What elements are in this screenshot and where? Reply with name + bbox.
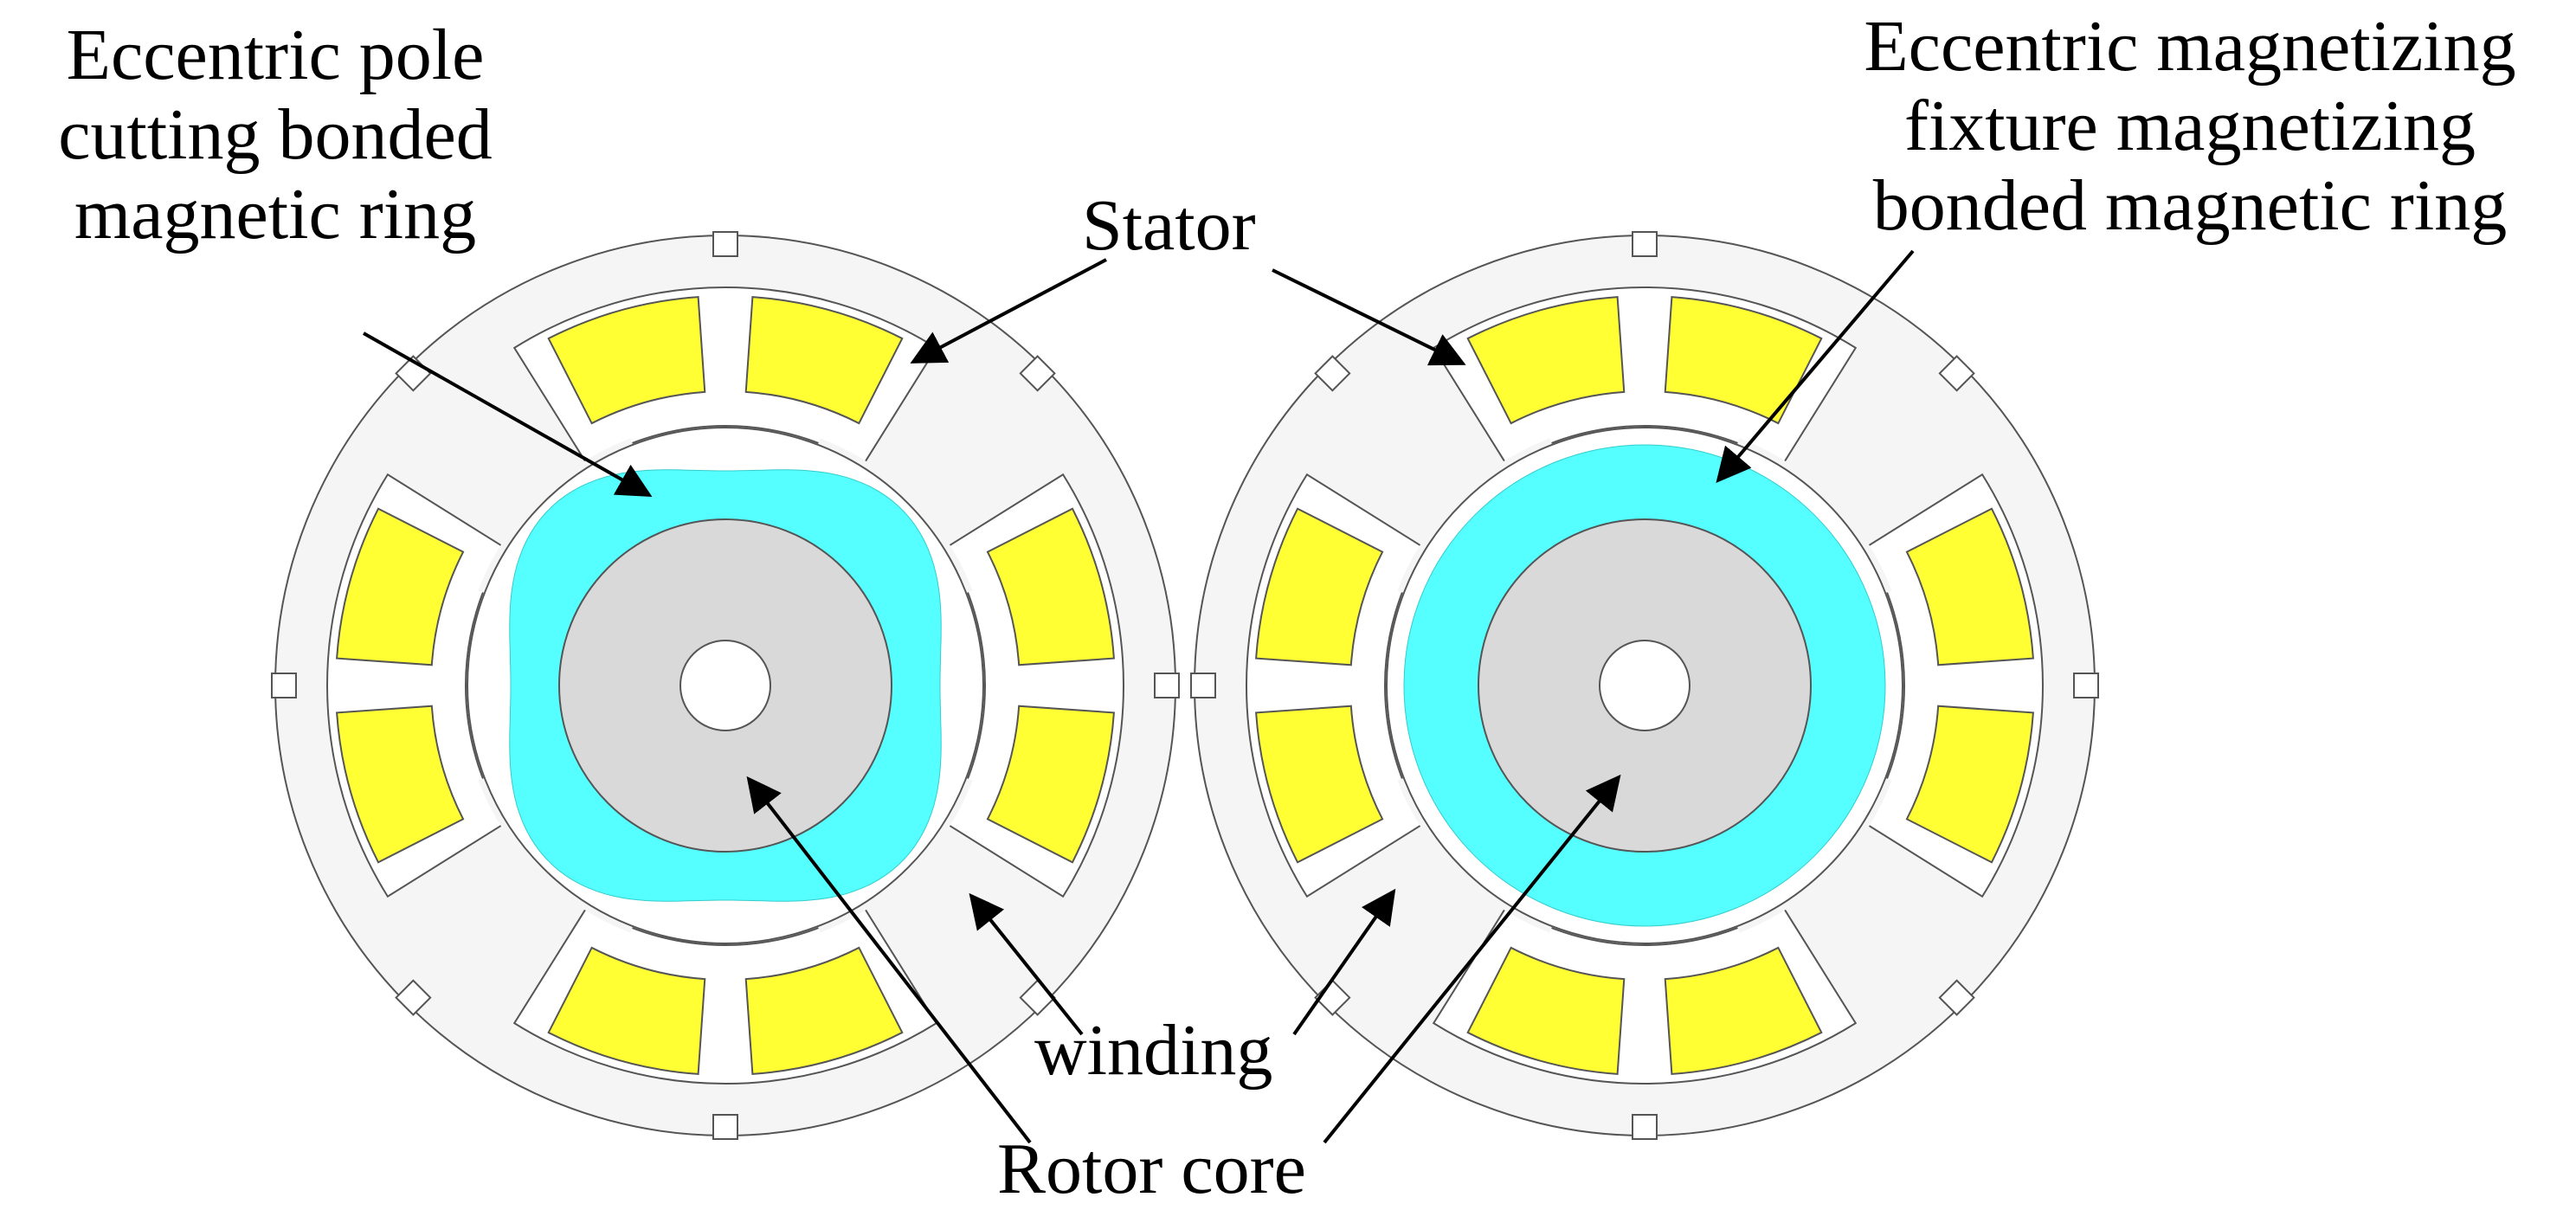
stator-notch — [1632, 231, 1658, 257]
stator-notch — [712, 1114, 738, 1140]
arrow-left-title — [363, 331, 653, 497]
stator-notch — [1190, 673, 1216, 698]
left-title-line-3: magnetic ring — [74, 174, 477, 254]
arrow-stator-left — [910, 258, 1107, 364]
winding-coil — [1664, 946, 1823, 1075]
right-motor — [1190, 231, 2099, 1140]
arrow-stator-right — [1272, 268, 1466, 366]
right-title-line-1: Eccentric magnetizing — [1864, 6, 2516, 87]
right-title-line-3: bonded magnetic ring — [1872, 165, 2508, 246]
winding-coil — [547, 946, 706, 1075]
winding-coil — [1255, 705, 1384, 864]
stator-notch — [712, 231, 738, 257]
stator-notch — [1938, 979, 1975, 1016]
arrow-rotor-left — [746, 776, 1032, 1144]
winding-coil — [1255, 507, 1384, 666]
stator-notch — [1154, 673, 1180, 698]
winding-label: winding — [1034, 1010, 1273, 1091]
right-title: Eccentric magnetizing fixture magnetizin… — [1809, 7, 2571, 246]
shaft — [1599, 640, 1690, 731]
arrows — [363, 249, 1915, 1144]
stator-notch — [271, 673, 297, 698]
arrow-right-title — [1716, 249, 1915, 484]
winding-coil — [986, 507, 1115, 666]
winding-coil — [1905, 705, 2034, 864]
winding-coil — [986, 705, 1115, 864]
stator-notch — [1632, 1114, 1658, 1140]
winding-coil — [1466, 296, 1626, 425]
stator-notch — [1019, 355, 1056, 392]
left-title: Eccentric pole cutting bonded magnetic r… — [24, 16, 526, 254]
winding-coil — [744, 946, 904, 1075]
left-motor — [271, 231, 1180, 1140]
stator-label: Stator — [1082, 185, 1256, 266]
winding-coil — [1664, 296, 1823, 425]
winding-coil — [336, 507, 465, 666]
winding-coil — [1905, 507, 2034, 666]
arrow-winding-left — [969, 892, 1084, 1036]
winding-coil — [336, 705, 465, 864]
right-title-line-2: fixture magnetizing — [1903, 86, 2476, 166]
arrow-rotor-right — [1323, 774, 1621, 1144]
winding-coil — [1466, 946, 1626, 1075]
left-title-line-2: cutting bonded — [58, 94, 493, 175]
left-title-line-1: Eccentric pole — [66, 15, 485, 95]
stator-notch — [1938, 355, 1975, 392]
stator-notch — [395, 979, 432, 1016]
arrow-winding-right — [1292, 888, 1396, 1036]
winding-coil — [547, 296, 706, 425]
shaft — [679, 640, 771, 731]
winding-coil — [744, 296, 904, 425]
rotor-core-label: Rotor core — [997, 1129, 1306, 1209]
stator-notch — [2073, 673, 2099, 698]
stator-notch — [1314, 355, 1351, 392]
